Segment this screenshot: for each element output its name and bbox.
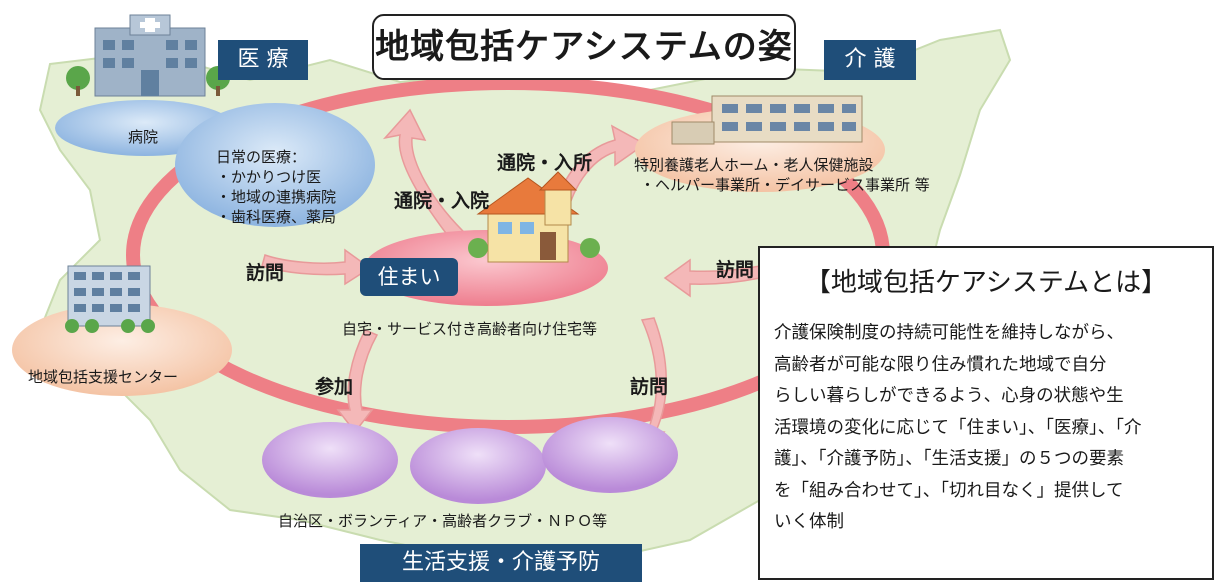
care-facility-label: 特別養護老人ホーム・老人保健施設 xyxy=(634,156,874,174)
explanation-line: 介護保険制度の持続可能性を維持しながら、 xyxy=(774,323,1124,343)
diagram-title: 地域包括ケアシステムの姿 xyxy=(372,14,796,80)
housing-badge: 住まい xyxy=(360,258,458,296)
care-badge: 介 護 xyxy=(824,40,916,80)
support-blob-1 xyxy=(262,422,398,498)
explanation-body: 介護保険制度の持続可能性を維持しながら、 高齢者が可能な限り住み慣れた地域で自分… xyxy=(774,318,1204,539)
daily-medical-item: ・歯科医療、薬局 xyxy=(216,208,337,226)
center-label: 地域包括支援センター xyxy=(28,368,179,386)
medical-badge: 医 療 xyxy=(218,40,308,80)
explanation-title: 【地域包括ケアシステムとは】 xyxy=(804,268,1168,298)
flow-visit-care: 訪問 xyxy=(716,259,755,281)
flow-participate: 参加 xyxy=(315,376,354,398)
medical-blob xyxy=(175,103,375,227)
hospital-label: 病院 xyxy=(128,128,159,146)
flow-facility-admit: 通院・入所 xyxy=(497,152,593,174)
daily-medical-title: 日常の医療： xyxy=(216,148,307,166)
care-service-label: ・ヘルパー事業所・デイサービス事業所 等 xyxy=(640,176,930,194)
arrow-visit-medical xyxy=(261,248,372,286)
housing-caption: 自宅・サービス付き高齢者向け住宅等 xyxy=(342,320,598,338)
care-facility-icon xyxy=(671,95,863,145)
arrow-hospital-admit xyxy=(382,108,472,246)
flow-hospital-admit: 通院・入院 xyxy=(394,190,490,212)
explanation-line: を「組み合わせて」、「切れ目なく」提供して xyxy=(774,480,1124,501)
support-caption: 自治区・ボランティア・高齢者クラブ・ＮＰＯ等 xyxy=(278,512,608,530)
arrow-visit-care xyxy=(663,258,761,298)
support-blob-3 xyxy=(542,417,678,493)
daily-medical-item: ・地域の連携病院 xyxy=(216,188,337,206)
explanation-line: 活環境の変化に応じて「住まい」、「医療」、「介 xyxy=(774,417,1142,438)
house-icon xyxy=(468,171,600,263)
support-blob-2 xyxy=(410,428,546,504)
hospital-building-icon xyxy=(66,14,230,97)
explanation-box: 【地域包括ケアシステムとは】 介護保険制度の持続可能性を維持しながら、 高齢者が… xyxy=(758,246,1214,580)
explanation-line: 高齢者が可能な限り住み慣れた地域で自分 xyxy=(774,354,1107,375)
explanation-line: らしい暮らしができるよう、心身の状態や生 xyxy=(774,386,1124,406)
explanation-line: いく体制 xyxy=(774,512,844,532)
daily-medical-item: ・かかりつけ医 xyxy=(216,168,322,186)
flow-visit-support: 訪問 xyxy=(630,376,669,398)
center-building-icon xyxy=(65,265,155,333)
flow-visit-medical: 訪問 xyxy=(246,262,285,284)
explanation-line: 護」、「介護予防」、「生活支援」の５つの要素 xyxy=(774,449,1124,469)
support-badge: 生活支援・介護予防 xyxy=(360,544,642,582)
